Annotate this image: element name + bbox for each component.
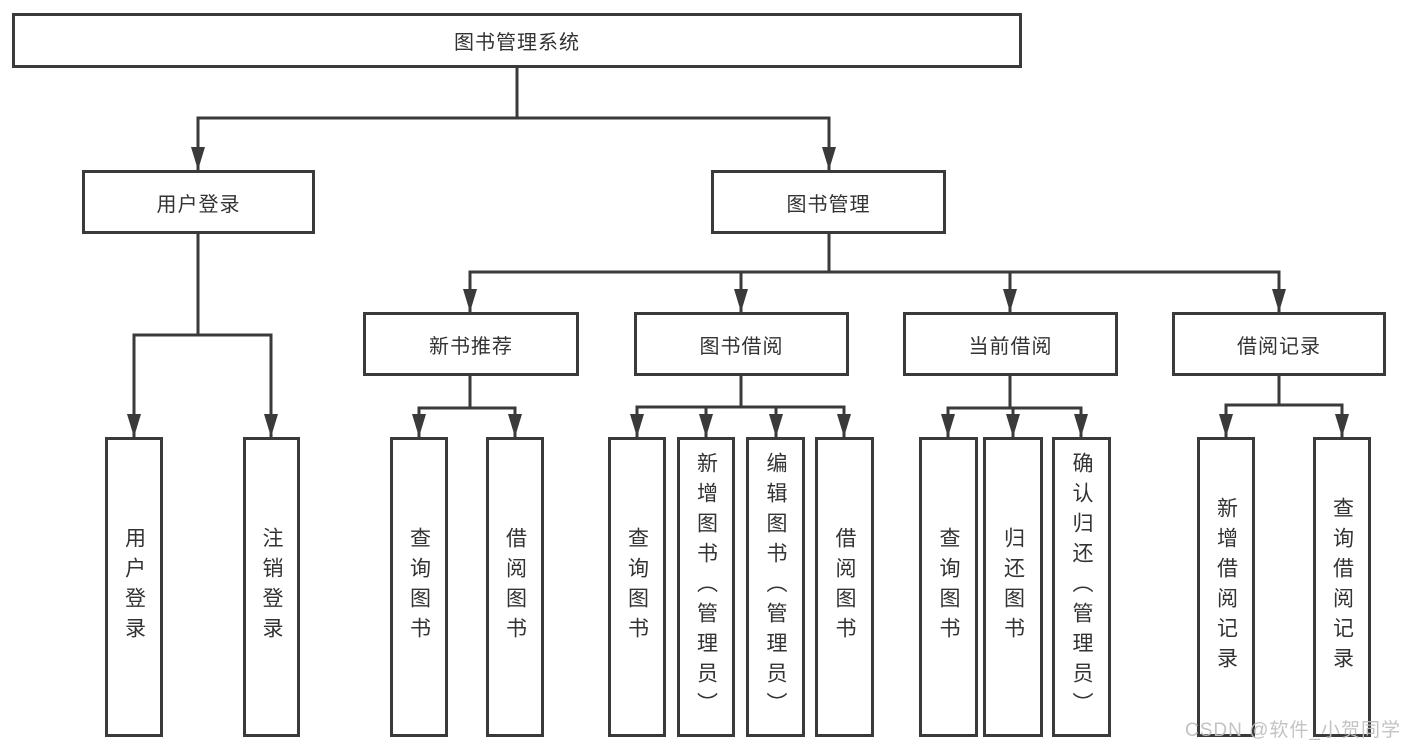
node-label: 图书管理系统 [454,32,580,54]
leaf-label: 借阅图书 [503,527,527,647]
node-label: 图书管理 [786,193,871,216]
connector-root-to-level2 [191,68,836,170]
node-label: 新书推荐 [429,335,513,358]
leaf-logout: 注销登录 [243,437,300,737]
leaf-edit-books-admin: 编辑图书（管理员） [746,437,805,737]
connector-book-borrow-to-leaves [630,376,851,437]
leaf-borrow-books-borrowing: 借阅图书 [815,437,874,737]
node-book-borrowing: 图书借阅 [634,312,849,376]
leaf-label: 确认归还（管理员） [1070,452,1093,722]
leaf-label: 查询图书 [625,527,649,647]
node-label: 借阅记录 [1237,335,1321,358]
node-label: 图书借阅 [699,335,784,358]
node-label: 当前借阅 [968,335,1053,358]
leaf-label: 注销登录 [260,527,283,647]
leaf-query-books-recommend: 查询图书 [390,437,448,737]
leaf-label: 查询图书 [937,527,960,647]
leaf-confirm-return-admin: 确认归还（管理员） [1052,437,1111,737]
connector-user-login-to-leaves [127,234,278,437]
leaf-return-books: 归还图书 [983,437,1043,737]
node-current-borrowing: 当前借阅 [903,312,1118,376]
leaf-label: 用户登录 [122,527,146,647]
leaf-query-books-current: 查询图书 [919,437,978,737]
leaf-query-borrow-record: 查询借阅记录 [1313,437,1371,737]
leaf-query-books-borrowing: 查询图书 [608,437,666,737]
node-book-management: 图书管理 [711,170,946,234]
leaf-user-login: 用户登录 [105,437,163,737]
leaf-label: 查询借阅记录 [1330,497,1354,677]
leaf-add-books-admin: 新增图书（管理员） [677,437,735,737]
node-borrowing-records: 借阅记录 [1172,312,1386,376]
csdn-watermark: CSDN @软件_小贺同学 [1185,720,1401,741]
leaf-label: 新增借阅记录 [1214,497,1238,677]
node-label: 用户登录 [156,193,241,216]
leaf-label: 查询图书 [407,527,431,647]
connector-borrow-records-to-leaves [1219,376,1349,437]
leaf-borrow-books-recommend: 借阅图书 [486,437,544,737]
node-new-book-recommend: 新书推荐 [363,312,579,376]
connector-new-book-rec-to-leaves [412,376,522,437]
leaf-label: 借阅图书 [833,527,856,647]
connector-current-borrow-to-leaves [941,376,1088,437]
leaf-label: 归还图书 [1001,527,1025,647]
connector-book-mgmt-to-level3 [463,234,1286,312]
leaf-label: 新增图书（管理员） [694,452,718,722]
leaf-add-borrow-record: 新增借阅记录 [1197,437,1255,737]
node-user-login: 用户登录 [82,170,315,234]
leaf-label: 编辑图书（管理员） [764,452,787,722]
node-book-management-system: 图书管理系统 [12,13,1022,68]
